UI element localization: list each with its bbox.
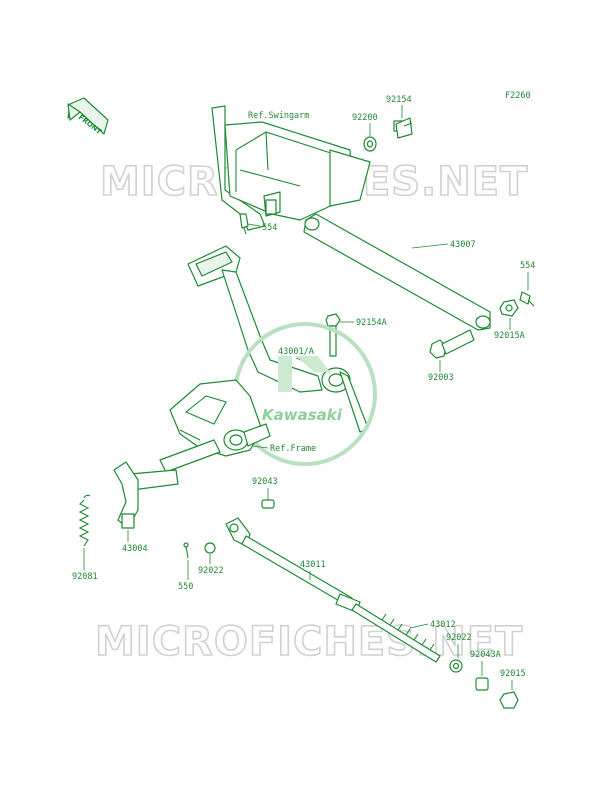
part-92154-label: 92154 bbox=[386, 95, 412, 105]
cotter-pin-550 bbox=[183, 542, 189, 559]
lever-43004 bbox=[113, 461, 179, 529]
part-43001A-label: 43001/A bbox=[278, 347, 314, 357]
part-92015-label: 92015 bbox=[500, 669, 526, 679]
collar-92043A bbox=[475, 677, 489, 691]
bolt-92003 bbox=[429, 329, 475, 359]
part-92022b-label: 92022 bbox=[446, 633, 472, 643]
brake-pedal-43001A bbox=[187, 245, 369, 433]
diagram-code: F2260 bbox=[505, 91, 531, 101]
kawasaki-logo-text: Kawasaki bbox=[262, 406, 343, 424]
part-43011-label: 43011 bbox=[300, 560, 326, 570]
part-43004-label: 43004 bbox=[122, 544, 148, 554]
spring-92081 bbox=[78, 494, 91, 547]
frame-reference bbox=[159, 379, 271, 473]
bolt-92154A bbox=[325, 313, 341, 357]
leader-ref-frame bbox=[251, 445, 269, 449]
part-92003-label: 92003 bbox=[428, 373, 454, 383]
part-550-label: 550 bbox=[178, 582, 193, 592]
rod-43007 bbox=[303, 213, 491, 331]
part-92043A-label: 92043A bbox=[470, 650, 501, 660]
cotter-pin-554-right bbox=[519, 291, 535, 307]
part-92154A-label: 92154A bbox=[356, 318, 387, 328]
part-43007-label: 43007 bbox=[450, 240, 476, 250]
ref-frame-label: Ref.Frame bbox=[270, 444, 316, 454]
leader-554a bbox=[247, 223, 261, 227]
leader-43007 bbox=[411, 243, 449, 249]
threaded-rod-43012 bbox=[351, 603, 441, 663]
nut-92015A bbox=[499, 299, 519, 317]
bolt-92154 bbox=[393, 117, 413, 139]
front-arrow-icon: FRONT bbox=[67, 97, 109, 136]
part-554a-label: 554 bbox=[262, 223, 277, 233]
leader-43012 bbox=[409, 623, 429, 629]
pin-92043 bbox=[261, 499, 275, 509]
part-92200-label: 92200 bbox=[352, 113, 378, 123]
part-43012-label: 43012 bbox=[430, 620, 456, 630]
part-92043-label: 92043 bbox=[252, 477, 278, 487]
ref-swingarm-label: Ref.Swingarm bbox=[248, 111, 309, 121]
part-554b-label: 554 bbox=[520, 261, 535, 271]
cotter-pin-554-top bbox=[239, 213, 249, 235]
washer-92200 bbox=[363, 136, 377, 152]
swingarm-reference bbox=[211, 105, 371, 231]
washer-92022-left bbox=[204, 542, 216, 554]
part-92081-label: 92081 bbox=[72, 572, 98, 582]
watermark-bottom: MICROFICHES.NET bbox=[95, 619, 523, 665]
washer-92022-right bbox=[449, 659, 463, 673]
nut-92015 bbox=[499, 691, 519, 709]
part-92015A-label: 92015A bbox=[494, 331, 525, 341]
rod-43011 bbox=[225, 517, 361, 613]
part-92022a-label: 92022 bbox=[198, 566, 224, 576]
